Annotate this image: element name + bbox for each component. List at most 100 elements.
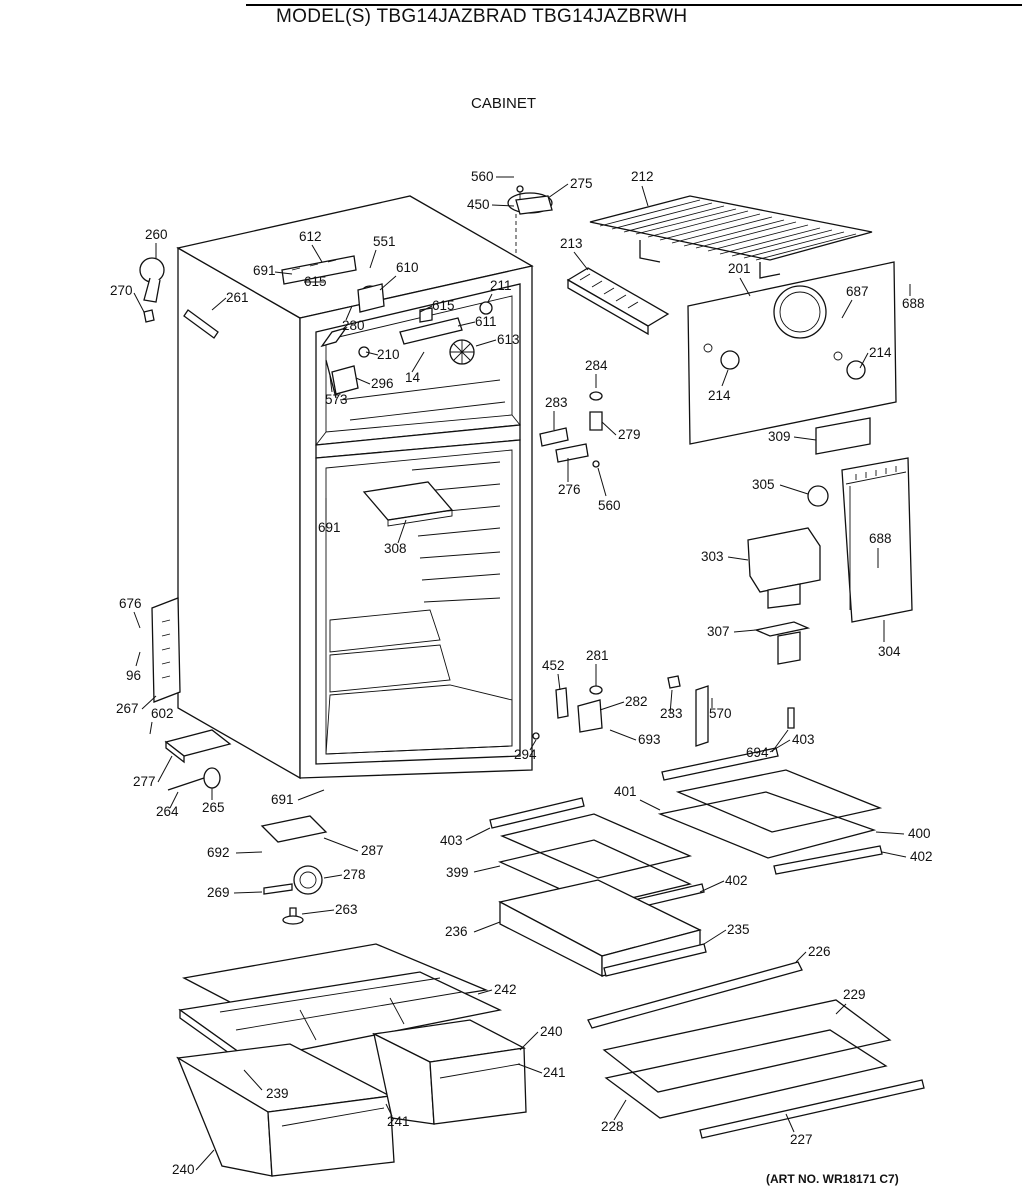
- callout-403: 403: [440, 833, 463, 848]
- callout-612: 612: [299, 229, 322, 244]
- callout-284: 284: [585, 358, 608, 373]
- callout-leader-692: [235, 851, 263, 854]
- callout-leader-277: [157, 755, 173, 783]
- callout-leader-615: [419, 305, 433, 313]
- callout-leader-236: [473, 921, 501, 933]
- callout-leader-233: [669, 689, 673, 715]
- callout-402: 402: [910, 849, 933, 864]
- callout-leader-399: [473, 865, 501, 873]
- callout-307: 307: [707, 624, 730, 639]
- callout-leader-235: [703, 929, 727, 945]
- callout-240: 240: [172, 1162, 195, 1177]
- callout-688: 688: [869, 531, 892, 546]
- callout-269: 269: [207, 885, 230, 900]
- title-rule: [246, 4, 1022, 6]
- callout-402: 402: [725, 873, 748, 888]
- callout-leader-305: [779, 484, 809, 495]
- callout-560: 560: [471, 169, 494, 184]
- callout-leader-201: [739, 277, 751, 297]
- callout-610: 610: [396, 260, 419, 275]
- callout-leader-264: [169, 791, 179, 809]
- callout-304: 304: [878, 644, 901, 659]
- callout-leader-602: [149, 721, 153, 735]
- callout-leader-309: [793, 436, 817, 441]
- callout-leader-278: [323, 874, 343, 879]
- callout-leader-307: [733, 629, 757, 633]
- callout-267: 267: [116, 701, 139, 716]
- callout-leader-401: [639, 799, 661, 811]
- callout-leader-693: [609, 729, 637, 741]
- callout-leader-694: [771, 729, 789, 753]
- callout-leader-214: [859, 352, 869, 369]
- crisper-assembly: [176, 943, 527, 1177]
- callout-leader-611: [457, 321, 476, 327]
- center-hinge-parts: [539, 391, 603, 468]
- callout-570: 570: [709, 706, 732, 721]
- callout-leader-450: [491, 204, 515, 207]
- callout-96: 96: [126, 668, 141, 683]
- callout-leader-612: [311, 244, 323, 263]
- callout-leader-676: [133, 611, 141, 629]
- callout-leader-213: [573, 251, 589, 271]
- callout-308: 308: [384, 541, 407, 556]
- callout-611: 611: [475, 314, 497, 329]
- callout-213: 213: [560, 236, 583, 251]
- callout-303: 303: [701, 549, 724, 564]
- callout-211: 211: [490, 278, 512, 293]
- callout-693: 693: [638, 732, 661, 747]
- callout-228: 228: [601, 1119, 624, 1134]
- callout-leader-613: [475, 339, 497, 347]
- callout-263: 263: [335, 902, 358, 917]
- callout-278: 278: [343, 867, 366, 882]
- callout-leader-227: [785, 1113, 795, 1133]
- callout-leader-240: [519, 1031, 539, 1051]
- callout-691: 691: [253, 263, 276, 278]
- evaporator-cover: [687, 261, 897, 455]
- meat-drawer: [498, 879, 707, 978]
- callout-270: 270: [110, 283, 133, 298]
- callout-279: 279: [618, 427, 641, 442]
- freezer-wire-shelf: [589, 195, 873, 279]
- callout-239: 239: [266, 1086, 289, 1101]
- callout-leader-573: [329, 375, 333, 393]
- callout-leader-687: [841, 299, 853, 319]
- callout-leader-242: [477, 989, 493, 995]
- callout-226: 226: [808, 944, 831, 959]
- callout-241: 241: [543, 1065, 566, 1080]
- callout-214: 214: [708, 388, 731, 403]
- callout-265: 265: [202, 800, 225, 815]
- callout-276: 276: [558, 482, 581, 497]
- freezer-small-parts: [139, 255, 493, 399]
- top-hinge-assembly: [507, 185, 553, 255]
- callout-287: 287: [361, 843, 384, 858]
- callout-leader-240: [195, 1149, 215, 1171]
- callout-452: 452: [542, 658, 565, 673]
- fresh-food-small-parts: [532, 675, 795, 747]
- callout-687: 687: [846, 284, 869, 299]
- callout-241: 241: [387, 1114, 410, 1129]
- callout-leader-303: [727, 556, 749, 561]
- fresh-food-control-assembly: [747, 457, 913, 665]
- callout-leader-691: [297, 789, 325, 801]
- callout-236: 236: [445, 924, 468, 939]
- bottom-hinge-parts: [151, 597, 328, 925]
- section-title: CABINET: [471, 95, 537, 112]
- callout-688: 688: [902, 296, 925, 311]
- callout-691: 691: [318, 520, 341, 535]
- callout-692: 692: [207, 845, 230, 860]
- callout-leader-282: [599, 701, 625, 711]
- callout-leader-308: [397, 519, 407, 544]
- callout-560: 560: [598, 498, 621, 513]
- callout-613: 613: [497, 332, 520, 347]
- callout-229: 229: [843, 987, 866, 1002]
- callout-leader-402: [699, 880, 725, 893]
- callout-210: 210: [377, 347, 400, 362]
- callout-leader-294: [529, 739, 537, 751]
- callout-214: 214: [869, 345, 892, 360]
- callout-leader-279: [601, 421, 617, 436]
- callout-leader-263: [301, 909, 335, 915]
- ice-tray: [566, 267, 670, 336]
- callout-240: 240: [540, 1024, 563, 1039]
